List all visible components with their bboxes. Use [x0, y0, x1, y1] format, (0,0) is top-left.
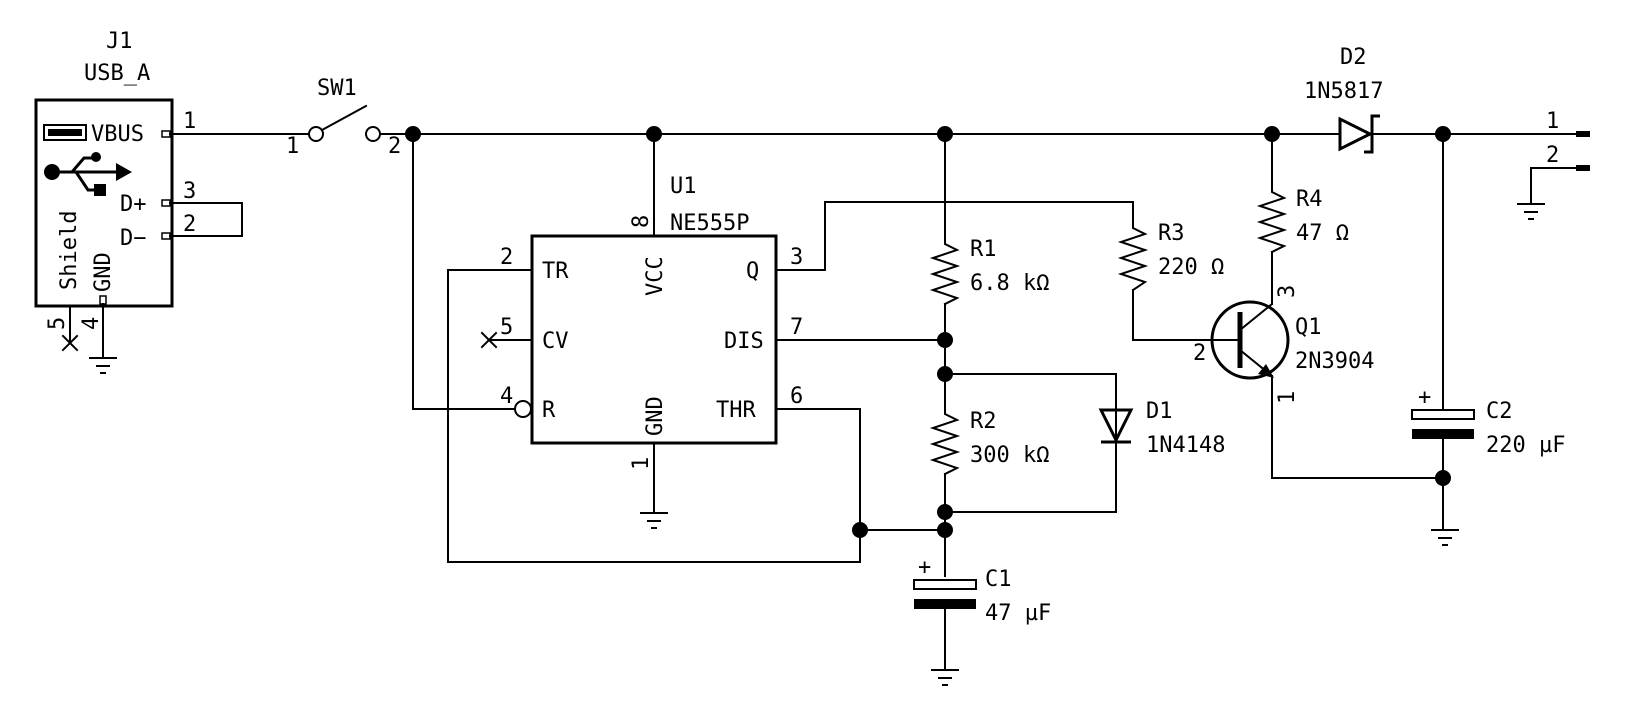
- resistor-r3: R3 220 Ω: [1117, 221, 1224, 292]
- u1-pin-q: Q: [746, 259, 759, 284]
- resistor-r2: R2 300 kΩ: [929, 407, 1049, 476]
- r3-ref: R3: [1158, 221, 1185, 246]
- r2-ref: R2: [970, 409, 997, 434]
- u1-pin-tr: TR: [542, 259, 569, 284]
- u1-pinnum-dis: 7: [790, 315, 803, 340]
- j1-value: USB_A: [84, 61, 150, 86]
- j2-pin2: 2: [1546, 143, 1559, 168]
- c1-ref: C1: [985, 567, 1012, 592]
- q1-ref: Q1: [1295, 315, 1322, 340]
- diode-d1: D1 1N4148: [1098, 399, 1225, 458]
- connector-j2: 1 2: [1546, 109, 1590, 171]
- j1-pin-shield-label: Shield: [57, 211, 82, 290]
- sw1-ref: SW1: [317, 76, 357, 101]
- r2-value: 300 kΩ: [970, 443, 1049, 468]
- q1-pin-b: 2: [1193, 341, 1206, 366]
- j1-pin-shield-num: 5: [45, 317, 70, 330]
- u1-pin-vcc: VCC: [643, 256, 668, 296]
- switch-sw1: SW1 1 2: [205, 76, 401, 159]
- d2-value: 1N5817: [1304, 79, 1383, 104]
- c2-value: 220 µF: [1486, 433, 1565, 458]
- diode-d2: D2 1N5817: [1304, 45, 1383, 154]
- usb-icon: [43, 124, 132, 196]
- u1-pin-r: R: [542, 398, 556, 423]
- c2-ref: C2: [1486, 399, 1513, 424]
- u1-value: NE555P: [670, 211, 749, 236]
- c1-value: 47 µF: [985, 601, 1051, 626]
- d1-ref: D1: [1146, 399, 1173, 424]
- sw1-pin1: 1: [286, 134, 299, 159]
- q1-value: 2N3904: [1295, 349, 1374, 374]
- r1-value: 6.8 kΩ: [970, 271, 1049, 296]
- j1-ref: J1: [106, 29, 133, 54]
- wires: [379, 133, 1577, 669]
- j1-pin-dp-num: 3: [183, 179, 196, 204]
- capacitor-c2: + C2 220 µF: [1411, 385, 1565, 458]
- ground-icon: [1431, 529, 1459, 546]
- c2-polarity: +: [1418, 385, 1431, 410]
- d1-value: 1N4148: [1146, 433, 1225, 458]
- j1-pin-dm-label: D−: [120, 226, 147, 251]
- ground-icon: [640, 512, 668, 529]
- r3-value: 220 Ω: [1158, 255, 1224, 280]
- j1-pin-gnd-label: GND: [91, 252, 116, 292]
- j1-pin-dm-num: 2: [183, 212, 196, 237]
- u1-pin-thr: THR: [716, 398, 756, 423]
- q1-pin-e: 1: [1275, 391, 1300, 404]
- ic-u1: U1 NE555P TR CV R Q DIS THR VCC GND 2 5 …: [480, 174, 803, 470]
- ground-icon: [89, 357, 117, 374]
- u1-pinnum-tr: 2: [500, 245, 513, 270]
- r4-value: 47 Ω: [1296, 221, 1349, 246]
- u1-pin-dis: DIS: [724, 329, 764, 354]
- u1-pinnum-cv: 5: [500, 315, 513, 340]
- capacitor-c1: + C1 47 µF: [913, 555, 1051, 626]
- d2-ref: D2: [1340, 45, 1367, 70]
- ground-icon: [1517, 203, 1545, 220]
- ground-symbols: [89, 203, 1545, 686]
- j2-pin1: 1: [1546, 109, 1559, 134]
- u1-pinnum-q: 3: [790, 245, 803, 270]
- ground-icon: [931, 669, 959, 686]
- q1-pin-c: 3: [1275, 285, 1300, 298]
- j1-pin-vbus-num: 1: [183, 109, 196, 134]
- sw1-pin2: 2: [388, 134, 401, 159]
- u1-pin-gnd: GND: [643, 396, 668, 436]
- transistor-q1: Q1 2N3904 2 3 1: [1193, 285, 1374, 404]
- u1-ref: U1: [670, 174, 697, 199]
- c1-polarity: +: [918, 555, 931, 580]
- r1-ref: R1: [970, 237, 997, 262]
- r4-ref: R4: [1296, 187, 1323, 212]
- resistor-r1: R1 6.8 kΩ: [929, 237, 1049, 306]
- junctions: [405, 126, 1451, 538]
- u1-pin-cv: CV: [542, 329, 569, 354]
- connector-j1: J1 USB_A VBUS D+ D− Shield GND 1 3 2: [34, 29, 243, 357]
- u1-pinnum-r: 4: [500, 384, 513, 409]
- u1-pinnum-gnd: 1: [629, 457, 654, 470]
- j1-pin-dp-label: D+: [120, 192, 147, 217]
- u1-pinnum-thr: 6: [790, 384, 803, 409]
- j1-pin-gnd-num: 4: [79, 317, 104, 330]
- u1-reset-bubble: [514, 400, 532, 418]
- resistor-r4: R4 47 Ω: [1256, 185, 1349, 254]
- j1-pin-vbus-label: VBUS: [91, 122, 144, 147]
- u1-pinnum-vcc: 8: [629, 215, 654, 228]
